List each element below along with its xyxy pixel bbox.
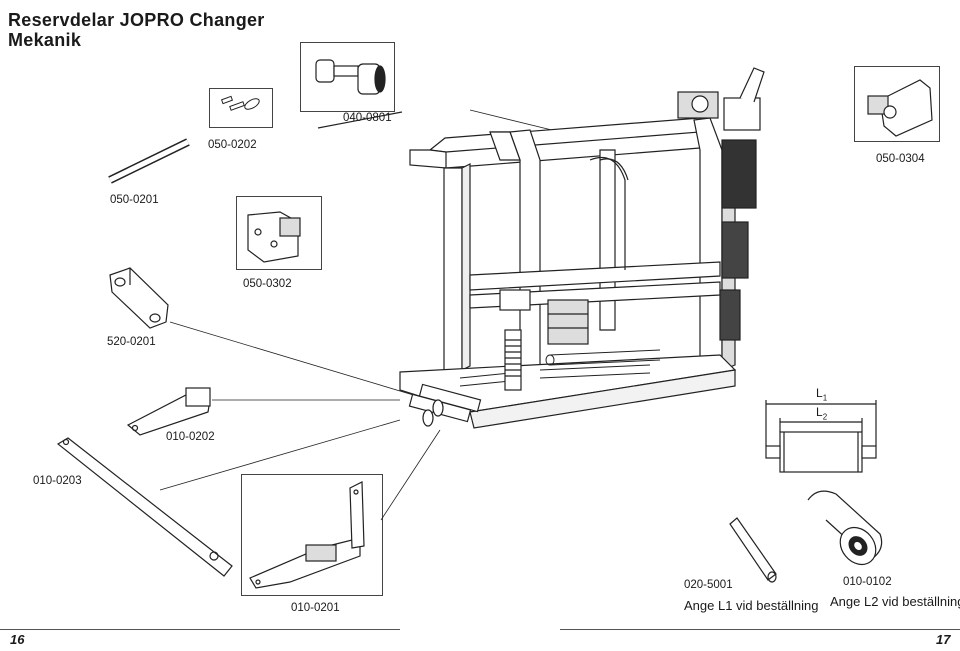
dimension-l1-letter: L [816, 386, 823, 400]
page-number-right: 17 [936, 632, 951, 647]
footer-rule-left [0, 629, 400, 630]
shaft-drawing [729, 517, 777, 583]
dimension-l1: L1 [816, 386, 827, 402]
axle-drawing [315, 59, 386, 95]
page-title-line2: Mekanik [8, 30, 82, 50]
part-label-040-0801: 040-0801 [343, 112, 392, 124]
note-l2-order: Ange L2 vid beställning [830, 594, 960, 609]
page-title-line1: Reservdelar JOPRO Changer [8, 10, 265, 30]
detail-box-axle [300, 42, 395, 112]
chain-drawing [108, 138, 190, 184]
page-title: Reservdelar JOPRO Changer Mekanik [8, 10, 265, 50]
link-drawing [109, 267, 169, 329]
detail-box-bracket [236, 196, 322, 270]
part-label-010-0201: 010-0201 [291, 602, 340, 614]
footer-rule-right [560, 629, 960, 630]
lever-assembly-drawing [249, 481, 365, 589]
dimension-roller-drawing [765, 400, 877, 473]
motor-assembly [677, 67, 765, 341]
dimension-l1-sub: 1 [822, 393, 828, 403]
motor-bracket-drawing [867, 79, 933, 137]
spring-damper [499, 289, 531, 391]
part-label-020-5001: 020-5001 [684, 579, 733, 591]
part-label-520-0201: 520-0201 [107, 336, 156, 348]
part-label-010-0102: 010-0102 [843, 576, 892, 588]
detail-box-hardware [209, 88, 273, 128]
detail-box-motor-bracket [854, 66, 940, 142]
roller-drawing [807, 490, 883, 566]
dimension-l2-letter: L [816, 405, 823, 419]
dimension-l2: L2 [816, 405, 827, 421]
part-label-050-0202: 050-0202 [208, 139, 257, 151]
arm-drawing [126, 387, 211, 436]
part-label-050-0302: 050-0302 [243, 278, 292, 290]
dimension-l2-sub: 2 [822, 412, 828, 422]
part-label-010-0202: 010-0202 [166, 431, 215, 443]
changer-frame [399, 67, 765, 429]
long-bar-drawing [56, 437, 233, 577]
detail-box-lever-assembly [241, 474, 383, 596]
page-number-left: 16 [10, 632, 25, 647]
part-label-050-0201: 050-0201 [110, 194, 159, 206]
note-l1-order: Ange L1 vid beställning [684, 598, 819, 613]
part-label-010-0203: 010-0203 [33, 475, 82, 487]
bracket-drawing [247, 211, 301, 263]
roller-bundle [408, 383, 482, 427]
part-label-050-0304: 050-0304 [876, 153, 925, 165]
chain-links-drawing [220, 95, 260, 111]
